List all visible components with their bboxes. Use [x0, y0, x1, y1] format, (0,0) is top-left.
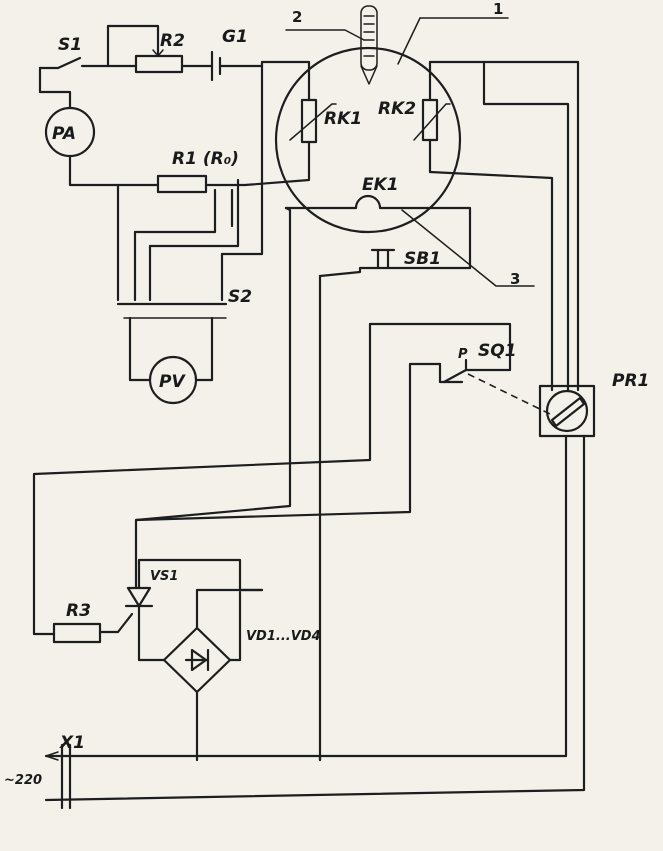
resistor-r3: [52, 622, 102, 644]
supply-connector-x1: [44, 434, 586, 810]
callout-1: 1: [493, 0, 503, 18]
callout-2: 2: [292, 8, 302, 26]
label-rk2: RK2: [378, 99, 416, 119]
label-g1: G1: [222, 27, 248, 47]
label-x1: X1: [59, 733, 85, 753]
label-sq1: SQ1: [478, 341, 517, 361]
diode-bridge: [162, 588, 264, 762]
contact-thermometer-pr1: [538, 384, 596, 438]
label-pv: PV: [159, 372, 186, 392]
label-vs1: VS1: [150, 569, 178, 584]
label-vd-bridge: VD1...VD4: [246, 629, 321, 644]
label-r1: R1 (R₀): [172, 149, 239, 169]
thyristor-vs1: [124, 558, 264, 662]
label-sq1-mark: P: [458, 347, 468, 362]
callout-2-line: [285, 29, 365, 41]
switch-sq1: [438, 342, 551, 415]
label-r3: R3: [66, 601, 91, 621]
thermometer-probe: [360, 5, 378, 85]
label-s2: S2: [228, 287, 252, 307]
thermistor-rk1: [289, 66, 337, 174]
heater-ek1: [284, 194, 472, 270]
label-pr1: PR1: [612, 371, 649, 391]
button-sb1: [318, 248, 472, 762]
resistor-r1: [156, 174, 208, 194]
label-supply: ~220: [4, 773, 42, 788]
thermistor-rk2: [413, 60, 451, 174]
label-s1: S1: [58, 35, 82, 55]
label-rk1: RK1: [324, 109, 362, 129]
label-r2: R2: [160, 31, 185, 51]
callout-3-line: [401, 209, 535, 287]
voltmeter-pv: [148, 355, 198, 405]
callout-3: 3: [510, 270, 520, 288]
label-pa: PA: [52, 124, 76, 144]
label-ek1: EK1: [362, 175, 399, 195]
potentiometer-r2: [106, 24, 214, 74]
switch-s1: [38, 56, 132, 110]
battery-g1: [210, 50, 311, 82]
label-sb1: SB1: [404, 249, 441, 269]
switch-s2: [116, 302, 228, 382]
